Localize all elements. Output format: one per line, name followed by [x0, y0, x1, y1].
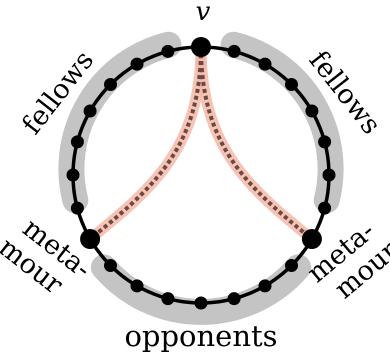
- vertex-metamour-left: [80, 229, 101, 249]
- highlight-opponents: [90, 254, 312, 325]
- metamour-paths: [83, 41, 319, 246]
- cycle-vertex: [227, 44, 241, 58]
- cycle-vertex: [258, 279, 272, 293]
- cycle-vertex: [318, 201, 332, 215]
- cycle-vertex: [130, 57, 144, 71]
- label-opponents: opponents: [124, 319, 277, 353]
- cycle-vertex: [258, 57, 272, 71]
- path-dots-right: [199, 46, 315, 242]
- cycle-vertex: [305, 104, 319, 118]
- cycle-vertex: [104, 78, 117, 91]
- cycle-vertex: [104, 259, 117, 272]
- cycle-vertex: [66, 168, 80, 182]
- cycle-vertex: [83, 104, 97, 118]
- cycle-vertex: [318, 135, 332, 149]
- cycle-vertex: [130, 279, 144, 293]
- cycle-vertex: [322, 168, 336, 182]
- path-dots-left: [87, 46, 203, 242]
- cycle-vertex: [70, 201, 84, 215]
- cycle-vertex: [285, 259, 298, 272]
- vertex-v: [191, 37, 211, 57]
- label-metamour-right: meta- mour: [301, 215, 390, 305]
- vertex-label-v: v: [196, 0, 211, 27]
- cycle-vertex: [161, 292, 175, 306]
- cycle-vertex: [285, 78, 298, 91]
- cycle-vertex: [194, 296, 208, 310]
- vertices: [66, 37, 336, 310]
- cycle-vertex: [161, 44, 175, 58]
- cycle-vertex: [227, 292, 241, 306]
- cycle-vertex: [70, 135, 84, 149]
- vertex-metamour-right: [301, 229, 322, 249]
